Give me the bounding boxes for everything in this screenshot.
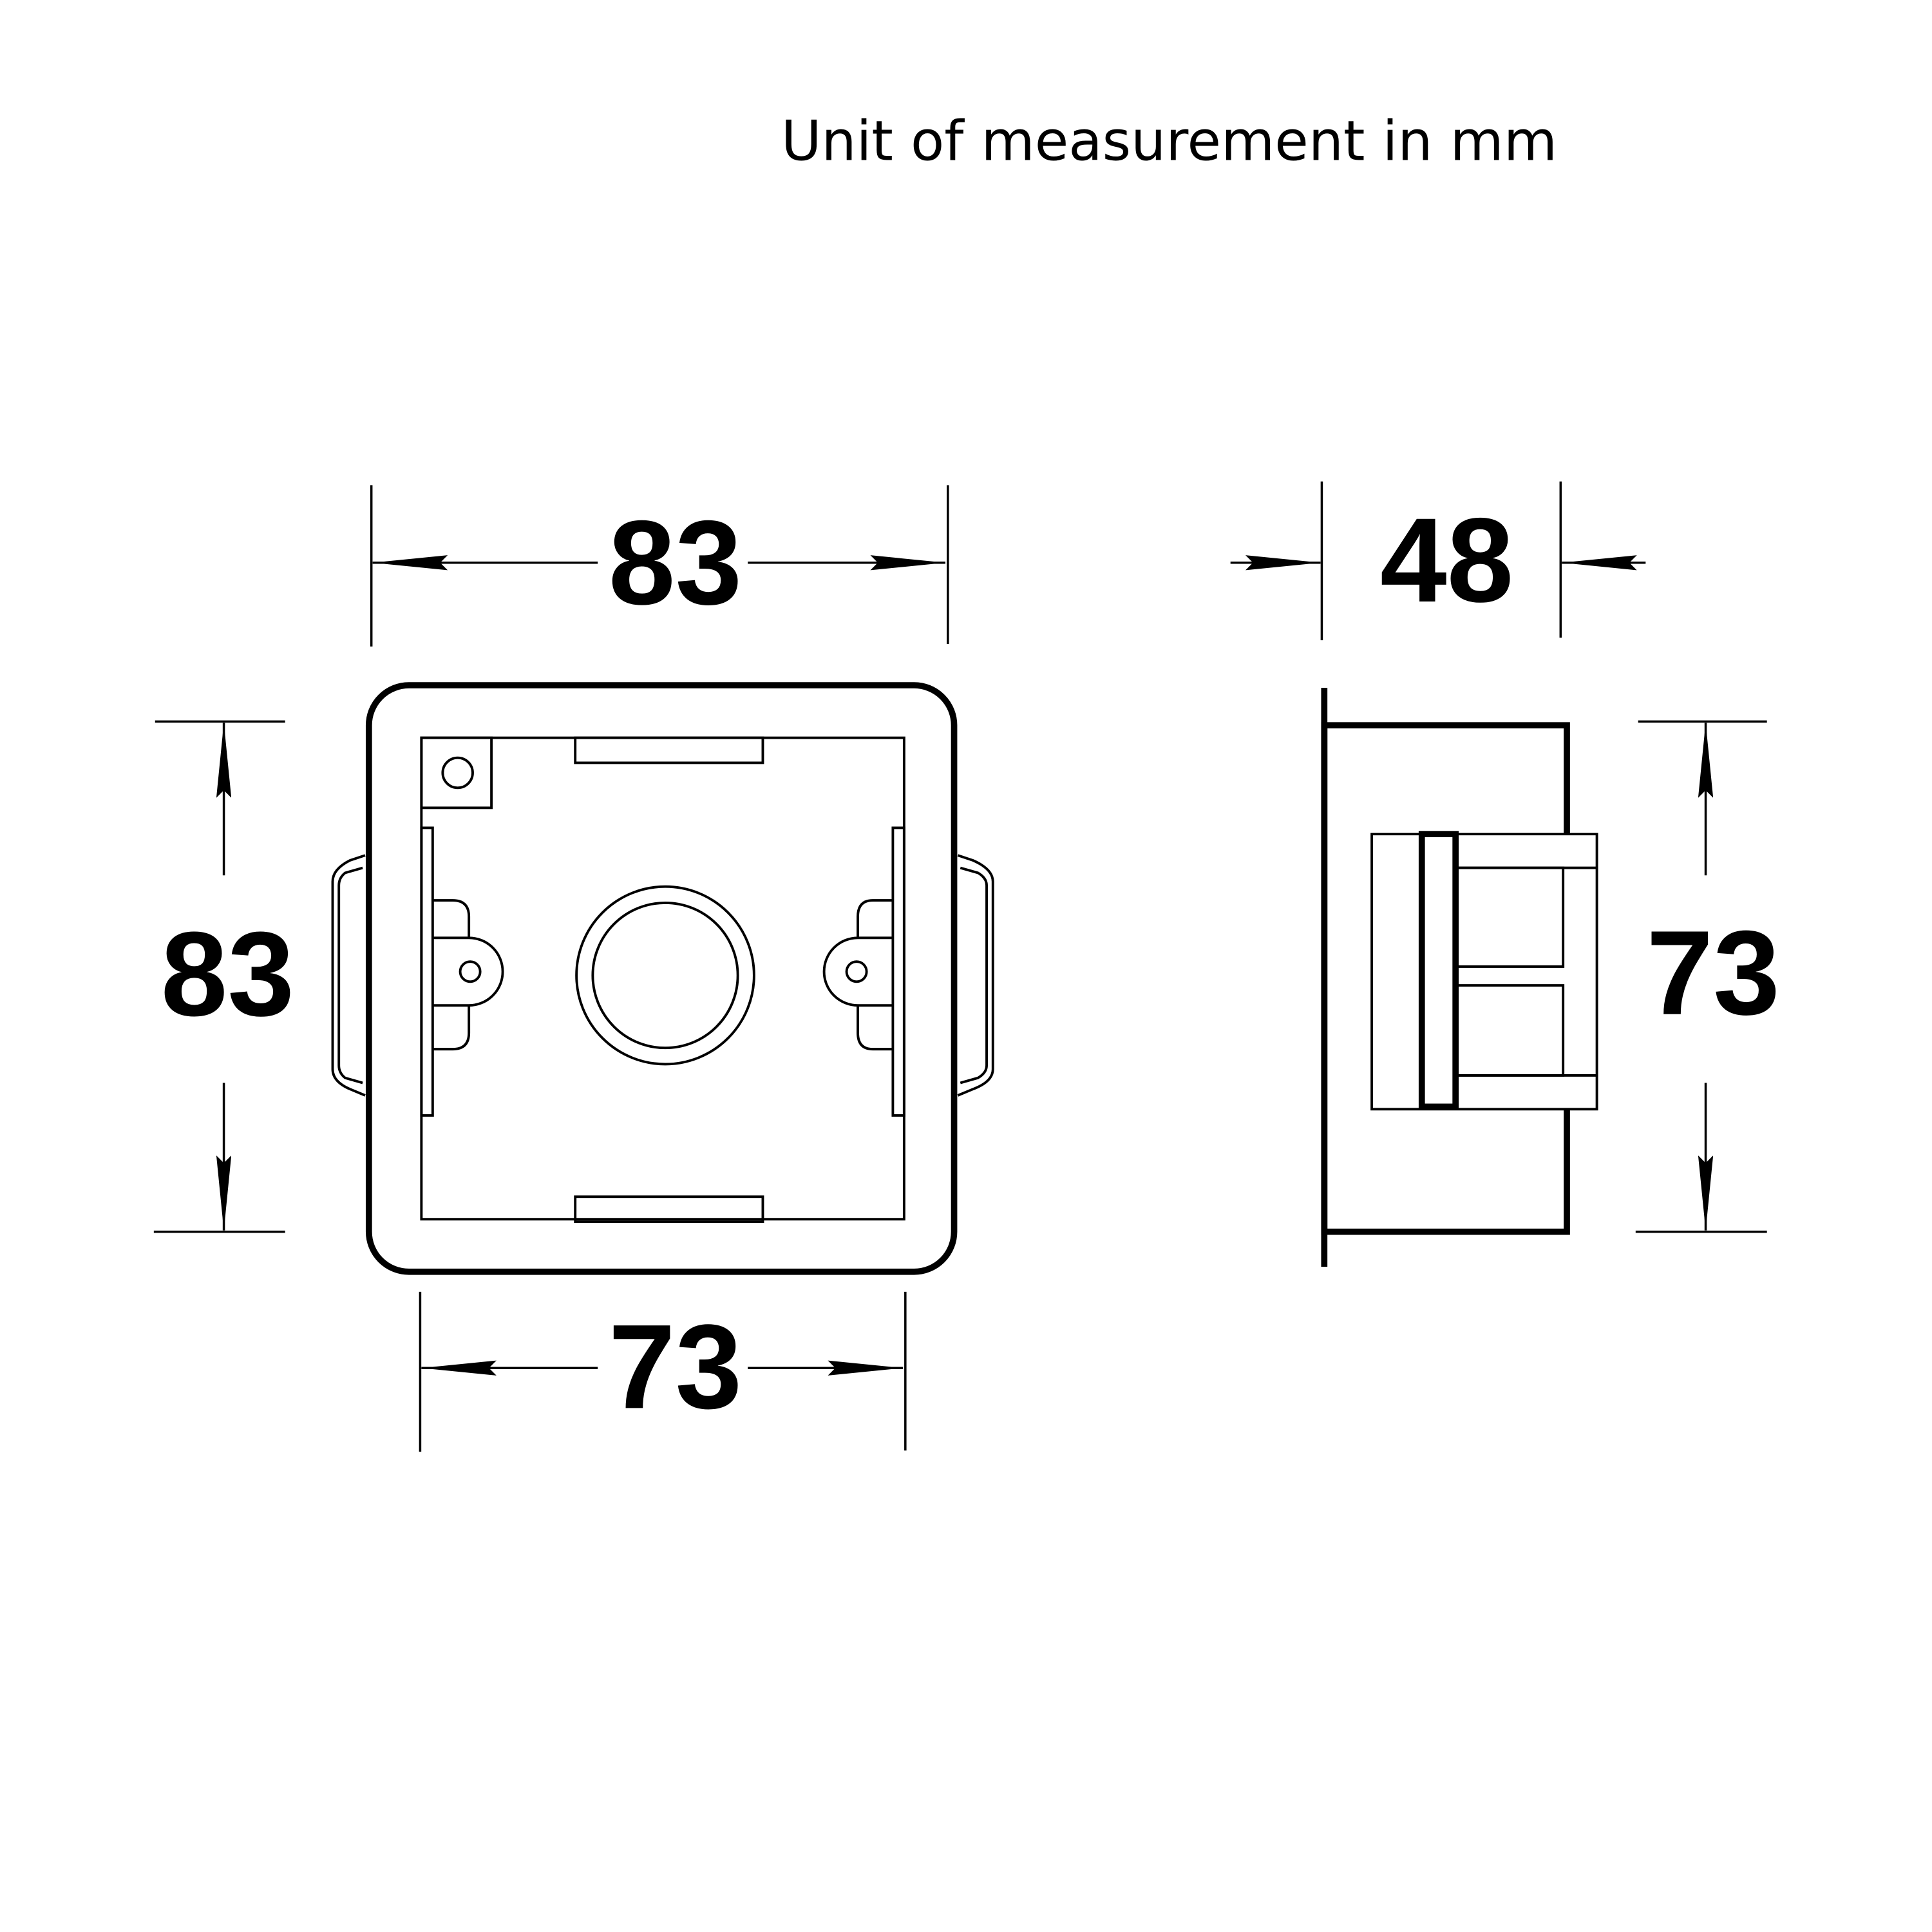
unit-note: Unit of measurement in mm bbox=[781, 110, 1557, 174]
dimension-height-outer: 83 bbox=[153, 720, 294, 1233]
dimension-depth: 48 bbox=[1230, 481, 1646, 641]
right-ear bbox=[957, 854, 994, 1097]
outer-frame bbox=[365, 682, 958, 1275]
dimension-label: 73 bbox=[1647, 905, 1780, 1040]
screw-bar bbox=[1418, 831, 1459, 1110]
right-lug bbox=[822, 899, 893, 1051]
side-view bbox=[1321, 687, 1598, 1267]
dimension-height-inner: 73 bbox=[1635, 720, 1780, 1233]
inner-box bbox=[420, 736, 905, 1221]
dimension-width-inner: 73 bbox=[419, 1291, 907, 1452]
dimension-label: 83 bbox=[161, 907, 294, 1041]
dimension-label: 48 bbox=[1380, 493, 1513, 627]
corner-block bbox=[420, 736, 493, 810]
dimension-label: 83 bbox=[609, 495, 742, 630]
left-lug bbox=[432, 899, 504, 1051]
right-ear-inner bbox=[960, 866, 988, 1084]
bottom-tab bbox=[574, 1195, 764, 1224]
right-lug-hole bbox=[845, 960, 868, 983]
lug-profile bbox=[1370, 833, 1598, 1111]
left-lug-hole bbox=[459, 960, 482, 983]
dimension-width-outer: 83 bbox=[370, 485, 949, 647]
right-rail bbox=[891, 826, 905, 1117]
left-rail bbox=[420, 826, 434, 1117]
front-view bbox=[331, 682, 994, 1275]
dimension-label: 73 bbox=[609, 1299, 742, 1434]
left-ear bbox=[331, 854, 366, 1097]
knockout-inner bbox=[591, 902, 739, 1050]
left-ear-inner bbox=[337, 866, 363, 1084]
knockout-outer bbox=[575, 885, 755, 1066]
top-tab bbox=[574, 736, 764, 764]
corner-hole bbox=[441, 756, 474, 790]
